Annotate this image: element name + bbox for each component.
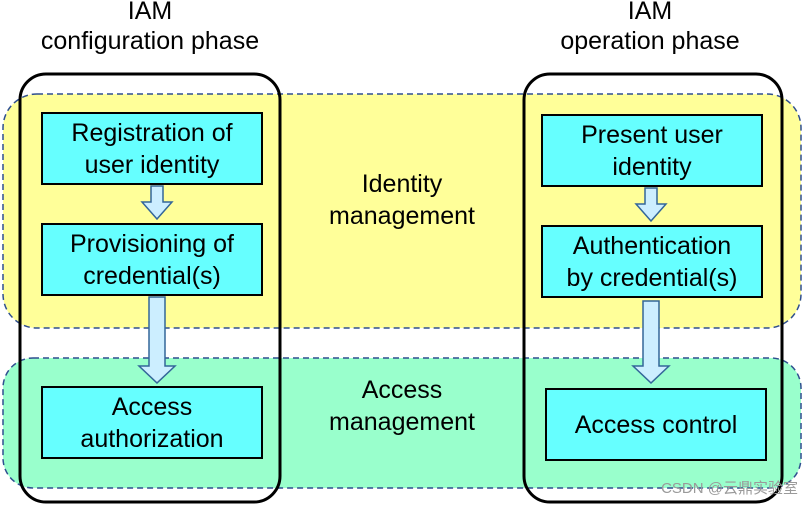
arrow-present-to-authentication xyxy=(634,187,668,223)
csdn-watermark: CSDN @云鼎实验室 xyxy=(661,480,798,497)
access-management-label-line2: management xyxy=(329,408,475,436)
configuration-phase-title-line2: configuration phase xyxy=(40,27,260,55)
present-identity-box: Present user identity xyxy=(541,114,763,187)
arrow-registration-to-provisioning xyxy=(140,185,174,221)
configuration-phase-frame xyxy=(18,72,282,504)
provisioning-box: Provisioning of credential(s) xyxy=(41,223,263,296)
authentication-box-line2: by credential(s) xyxy=(566,263,738,292)
registration-box-line2: user identity xyxy=(84,150,220,179)
present-identity-box-line1: Present user xyxy=(581,120,723,149)
configuration-phase-title: IAM configuration phase xyxy=(10,0,290,56)
identity-management-label-line2: management xyxy=(329,202,475,230)
access-control-box: Access control xyxy=(545,388,767,461)
arrow-provisioning-to-authorization xyxy=(137,296,177,385)
identity-management-label: Identity management xyxy=(302,168,502,232)
configuration-phase-title-line1: IAM xyxy=(127,0,173,25)
operation-phase-title-line1: IAM xyxy=(627,0,673,25)
provisioning-box-line1: Provisioning of xyxy=(70,229,234,258)
identity-management-label-line1: Identity xyxy=(361,170,443,198)
operation-phase-frame xyxy=(522,72,784,504)
access-management-label: Access management xyxy=(302,374,502,438)
authentication-box-line1: Authentication xyxy=(572,231,732,260)
provisioning-box-line2: credential(s) xyxy=(83,261,221,290)
operation-phase-title-line2: operation phase xyxy=(560,27,740,55)
arrow-authentication-to-control xyxy=(631,300,671,385)
registration-box-line1: Registration of xyxy=(71,118,233,147)
authorization-box-line1: Access xyxy=(111,392,193,421)
authorization-box-line2: authorization xyxy=(80,424,224,453)
access-management-label-line1: Access xyxy=(361,376,443,404)
access-control-box-line1: Access control xyxy=(574,410,738,439)
authentication-box: Authentication by credential(s) xyxy=(541,225,763,298)
operation-phase-title: IAM operation phase xyxy=(510,0,790,56)
registration-box: Registration of user identity xyxy=(41,112,263,185)
authorization-box: Access authorization xyxy=(41,386,263,459)
present-identity-box-line2: identity xyxy=(612,152,692,181)
